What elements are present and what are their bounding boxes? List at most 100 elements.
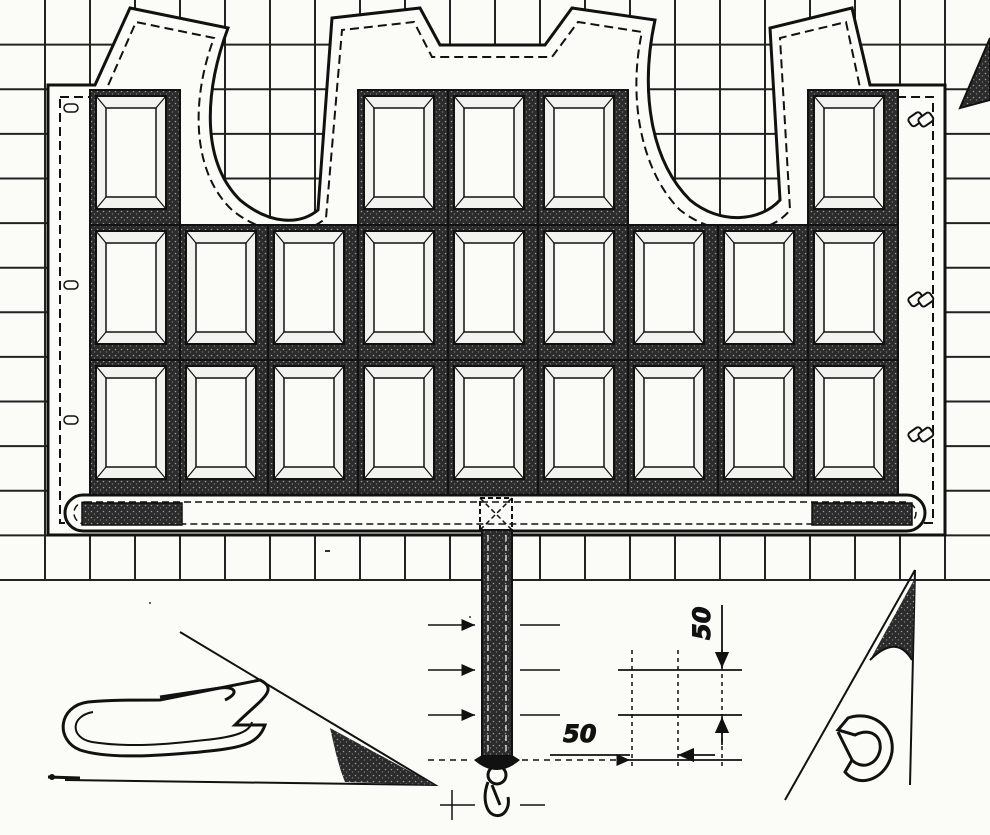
waistband [63,493,927,533]
pocket-face [195,377,247,468]
strap-end [474,755,520,770]
detail-triangle-right [784,569,916,801]
waistband-stitch [73,501,917,525]
pocket-bevel [273,365,285,379]
pocket-bevel [603,95,615,109]
pocket-bevel [423,331,435,345]
pocket-bevel [813,230,825,244]
pocket-bevel [95,331,107,345]
pocket-bevel [95,230,107,244]
pocket-bevel [873,365,885,379]
pocket-bevel [633,230,645,244]
pocket [89,89,181,226]
side-slots [63,103,79,425]
pocket-face [733,242,785,333]
pocket-bevel [543,196,555,210]
pocket-bevel [513,230,525,244]
crotch-strap [474,529,520,818]
pocket-bevel [633,365,645,379]
pocket [357,89,449,226]
pocket-bevel [603,365,615,379]
pocket-bevel [513,95,525,109]
pocket [807,89,899,226]
pocket-face [283,377,335,468]
pocket-bevel [333,331,345,345]
pocket-bevel [453,466,465,480]
pocket-bevel [155,95,167,109]
pocket-bevel [453,230,465,244]
pocket-bevel [513,365,525,379]
pocket-bevel [185,230,197,244]
pocket-bevel [813,365,825,379]
pocket-bevel [603,466,615,480]
pocket-bevel [273,331,285,345]
pocket-bevel [543,95,555,109]
pocket-bevel [783,365,795,379]
pocket [89,224,181,361]
pocket [537,89,629,226]
pocket-bevel [693,230,705,244]
pocket [357,359,449,496]
pocket [537,359,629,496]
pocket-bevel [453,365,465,379]
dimension-label-horizontal: 50 [563,720,596,748]
pocket-bevel [693,331,705,345]
pocket-bevel [723,331,735,345]
pocket [267,359,359,496]
pocket-bevel [245,365,257,379]
corner-fragment-top-right [958,37,990,110]
pocket [179,224,271,361]
pocket-bevel [185,466,197,480]
pocket-face [195,242,247,333]
side-slot [63,280,79,290]
buckle-part [917,291,935,308]
pocket-bevel [603,196,615,210]
pocket-face [733,377,785,468]
pocket-grid [89,89,899,496]
pocket-bevel [363,365,375,379]
scale-grid-sample: 50 50 [550,605,742,770]
pocket-bevel [273,230,285,244]
pocket-bevel [333,365,345,379]
pocket-bevel [723,466,735,480]
pocket-bevel [783,331,795,345]
pocket-bevel [813,95,825,109]
d-ring-icon [835,714,894,783]
folded-strap-loop-detail [47,631,439,787]
pocket-bevel [603,331,615,345]
pocket-bevel [245,331,257,345]
pocket-bevel [155,230,167,244]
pocket [717,224,809,361]
pocket [537,224,629,361]
pocket [179,359,271,496]
pocket-bevel [333,466,345,480]
pocket-face [105,242,157,333]
pocket-bevel [513,466,525,480]
pocket-face [553,242,605,333]
pocket-face [463,377,515,468]
pocket-bevel [453,196,465,210]
pocket-bevel [633,466,645,480]
pocket-bevel [873,196,885,210]
pocket [267,224,359,361]
pocket [447,224,539,361]
dimension-label-vertical: 50 [688,607,716,640]
pocket-bevel [813,196,825,210]
pocket-bevel [185,365,197,379]
pocket-face [105,107,157,198]
pocket [807,224,899,361]
pocket-face [823,242,875,333]
velcro-patch-left [81,502,183,526]
pocket-bevel [423,365,435,379]
pocket-face [463,107,515,198]
pocket [627,224,719,361]
pocket-bevel [543,466,555,480]
pocket-face [373,107,425,198]
pocket [807,359,899,496]
dimension-lines [428,619,630,820]
waistband-strip [63,493,927,533]
pocket-bevel [513,196,525,210]
pocket-bevel [363,230,375,244]
